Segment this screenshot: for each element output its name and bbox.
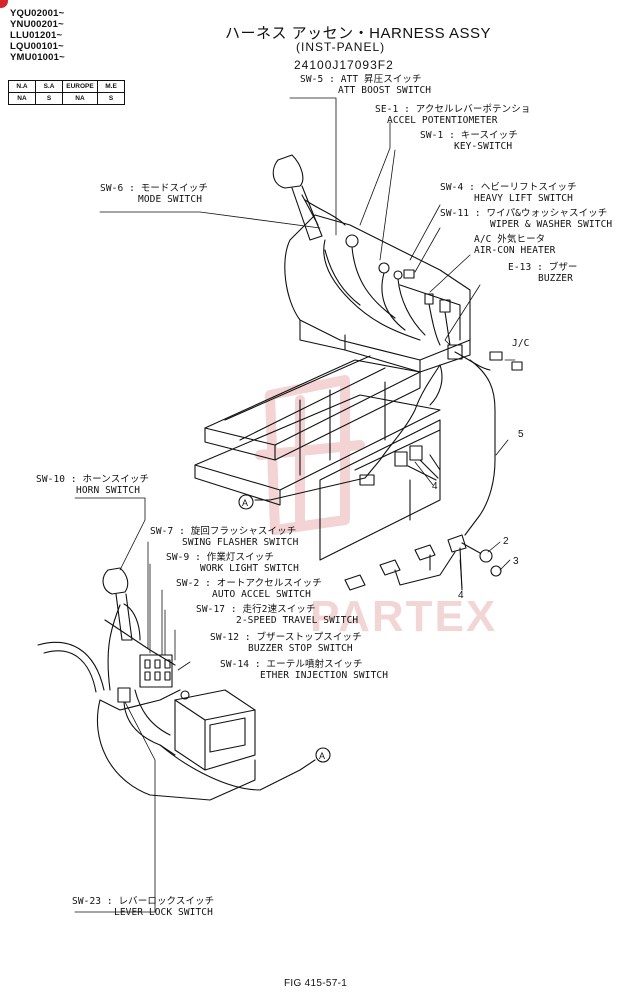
- part-number: 24100J17093F2: [294, 58, 394, 72]
- label-en: AUTO ACCEL SWITCH: [212, 589, 311, 600]
- label-sw10: SW-10 : ホーンスイッチ HORN SWITCH: [36, 474, 149, 496]
- region-value: S: [35, 92, 63, 105]
- label-code: SW-1 : キースイッチ: [420, 130, 518, 141]
- label-sw11: SW-11 : ワイパ&ウォッシャスイッチ WIPER & WASHER SWI…: [440, 208, 612, 230]
- watermark: PARTEX: [310, 592, 498, 641]
- label-en: HORN SWITCH: [76, 485, 141, 496]
- label-jc: J/C: [512, 338, 530, 349]
- label-sw17: SW-17 : 走行2速スイッチ 2-SPEED TRAVEL SWITCH: [196, 604, 358, 626]
- label-sw9: SW-9 : 作業灯スイッチ WORK LIGHT SWITCH: [166, 552, 299, 574]
- label-e13: E-13 : ブザー BUZZER: [508, 262, 578, 284]
- region-table: N.A S.A EUROPE M.E NA S NA S: [8, 80, 125, 105]
- callout-3: 3: [513, 556, 519, 567]
- label-code: SW-12 : ブザーストップスイッチ: [210, 632, 362, 643]
- reference-a: A: [242, 498, 248, 508]
- serial-number: YQU02001~: [10, 8, 65, 19]
- label-sw4: SW-4 : ヘビーリフトスイッチ HEAVY LIFT SWITCH: [440, 182, 577, 204]
- label-code: A/C 外気ヒータ: [474, 234, 546, 245]
- left-console-drawing: [37, 567, 331, 801]
- callout-4: 4: [458, 590, 464, 601]
- label-code: SW-6 : モードスイッチ: [100, 183, 208, 194]
- label-ac: A/C 外気ヒータ AIR-CON HEATER: [474, 234, 555, 256]
- region-value-row: NA S NA S: [8, 92, 125, 105]
- floor-frame-drawing: [194, 355, 441, 561]
- label-code: SW-2 : オートアクセルスイッチ: [176, 578, 322, 589]
- label-en: WORK LIGHT SWITCH: [200, 563, 299, 574]
- label-en: ACCEL POTENTIOMETER: [387, 115, 498, 126]
- serial-number: LQU00101~: [10, 41, 64, 52]
- main-harness-drawing: [238, 351, 523, 536]
- figure-number: FIG 415-57-1: [284, 978, 348, 989]
- lower-connectors-drawing: [344, 534, 502, 591]
- serial-number: YMU01001~: [10, 52, 65, 63]
- label-code: E-13 : ブザー: [508, 262, 578, 273]
- diagram-title: ハーネス アッセン・HARNESS ASSY: [225, 25, 492, 42]
- label-code: SW-9 : 作業灯スイッチ: [166, 552, 274, 563]
- label-en: LEVER LOCK SWITCH: [114, 907, 213, 918]
- label-sw12: SW-12 : ブザーストップスイッチ BUZZER STOP SWITCH: [210, 632, 362, 654]
- right-console-drawing: [272, 154, 471, 373]
- label-en: BUZZER STOP SWITCH: [248, 643, 353, 654]
- label-sw1: SW-1 : キースイッチ KEY-SWITCH: [420, 130, 518, 152]
- label-en: WIPER & WASHER SWITCH: [490, 219, 613, 230]
- label-code: SW-7 : 旋回フラッシャスイッチ: [150, 526, 297, 537]
- label-sw14: SW-14 : エーテル噴射スイッチ ETHER INJECTION SWITC…: [220, 659, 388, 681]
- serial-numbers: YQU02001~ YNU00201~ LLU01201~ LQU00101~ …: [10, 8, 65, 63]
- label-en: ATT BOOST SWITCH: [338, 85, 432, 96]
- label-code: SW-10 : ホーンスイッチ: [36, 474, 150, 485]
- label-code: SW-14 : エーテル噴射スイッチ: [220, 659, 363, 670]
- diagram-subtitle: (INST-PANEL): [296, 40, 386, 54]
- label-code: SW-11 : ワイパ&ウォッシャスイッチ: [440, 208, 608, 219]
- label-sw6: SW-6 : モードスイッチ MODE SWITCH: [100, 183, 208, 205]
- label-sw2: SW-2 : オートアクセルスイッチ AUTO ACCEL SWITCH: [176, 578, 322, 600]
- serial-number: LLU01201~: [10, 30, 63, 41]
- label-en: AIR-CON HEATER: [474, 245, 556, 256]
- leader-lines: [74, 97, 516, 913]
- serial-number: YNU00201~: [10, 19, 64, 30]
- label-en: HEAVY LIFT SWITCH: [474, 193, 573, 204]
- callout-2: 2: [503, 536, 509, 547]
- label-en: 2-SPEED TRAVEL SWITCH: [236, 615, 359, 626]
- region-header-row: N.A S.A EUROPE M.E: [8, 80, 125, 93]
- region-value: S: [97, 92, 125, 105]
- region-value: NA: [8, 92, 36, 105]
- corner-marker-icon: [0, 0, 8, 8]
- reference-a: A: [319, 751, 325, 761]
- label-code: SE-1 : アクセルレバーポテンショ: [375, 104, 531, 115]
- label-code: SW-17 : 走行2速スイッチ: [196, 604, 316, 615]
- label-se1: SE-1 : アクセルレバーポテンショ ACCEL POTENTIOMETER: [375, 104, 530, 126]
- label-code: SW-4 : ヘビーリフトスイッチ: [440, 182, 577, 193]
- label-en: ETHER INJECTION SWITCH: [260, 670, 389, 681]
- label-en: KEY-SWITCH: [454, 141, 513, 152]
- label-en: BUZZER: [538, 273, 573, 284]
- label-sw7: SW-7 : 旋回フラッシャスイッチ SWING FLASHER SWITCH: [150, 526, 298, 548]
- label-sw23: SW-23 : レバーロックスイッチ LEVER LOCK SWITCH: [72, 896, 214, 918]
- label-code: SW-5 : ATT 昇圧スイッチ: [300, 74, 422, 85]
- callout-5: 5: [518, 429, 524, 440]
- label-en: MODE SWITCH: [138, 194, 203, 205]
- label-code: SW-23 : レバーロックスイッチ: [72, 896, 215, 907]
- region-value: NA: [62, 92, 98, 105]
- callout-4: 4: [432, 481, 438, 492]
- label-sw5: SW-5 : ATT 昇圧スイッチ ATT BOOST SWITCH: [300, 74, 431, 96]
- label-en: SWING FLASHER SWITCH: [182, 537, 299, 548]
